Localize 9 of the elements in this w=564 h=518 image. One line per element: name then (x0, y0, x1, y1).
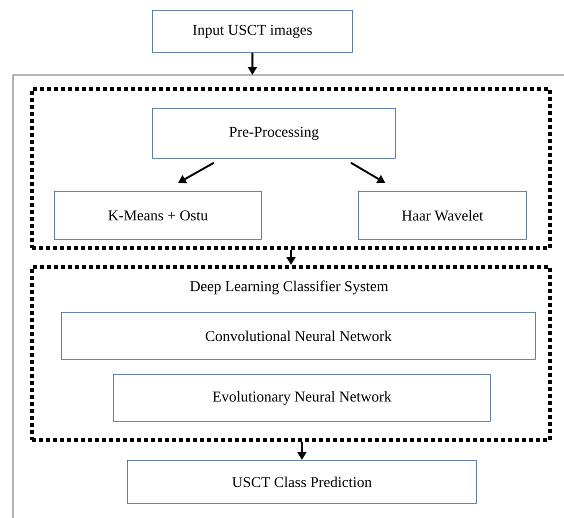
outer-frame (12, 74, 564, 518)
process-box: K-Means + Ostu (54, 191, 262, 240)
process-box: USCT Class Prediction (127, 460, 477, 504)
process-box: Pre-Processing (152, 108, 396, 159)
process-box: Input USCT images (152, 10, 353, 53)
dotted-group-box (30, 87, 552, 250)
process-box: Evolutionary Neural Network (113, 374, 491, 422)
process-box: Convolutional Neural Network (61, 312, 536, 360)
process-box: Haar Wavelet (358, 191, 527, 240)
